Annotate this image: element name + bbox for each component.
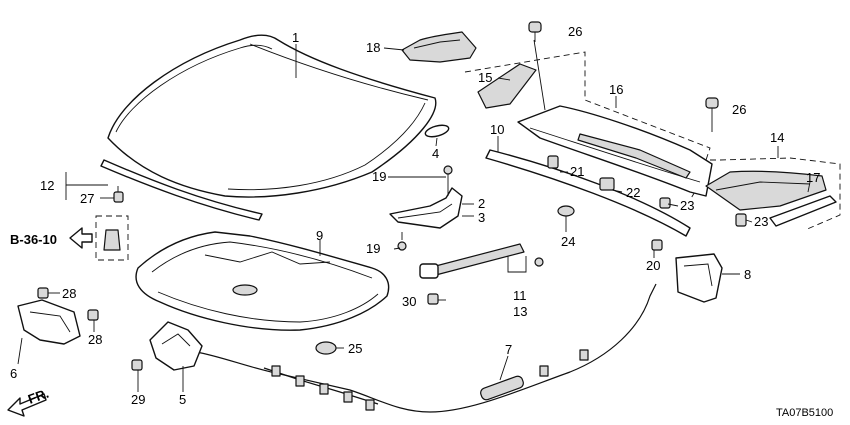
bolt-30 bbox=[427, 293, 439, 305]
hood-release-cable bbox=[195, 283, 657, 413]
callout-26-top: 26 bbox=[568, 24, 582, 39]
hood-support-strut bbox=[419, 243, 544, 279]
callout-23-b: 23 bbox=[754, 214, 768, 229]
callout-30: 30 bbox=[402, 294, 416, 309]
clip-23-a bbox=[659, 197, 671, 209]
hood-panel bbox=[107, 34, 437, 198]
callout-3: 3 bbox=[478, 210, 485, 225]
cowl-bracket-15 bbox=[477, 63, 537, 109]
bolt-19-lower bbox=[397, 232, 407, 251]
callout-labels: 1 2 3 4 5 6 7 8 9 10 11 12 13 14 15 16 1… bbox=[10, 24, 820, 407]
callout-26-right: 26 bbox=[732, 102, 746, 117]
callout-6: 6 bbox=[10, 366, 17, 381]
cowl-outline-16 bbox=[464, 51, 711, 201]
callout-4: 4 bbox=[432, 146, 439, 161]
clip-26-right bbox=[705, 97, 719, 118]
callout-29: 29 bbox=[131, 392, 145, 407]
callout-28-b: 28 bbox=[88, 332, 102, 347]
arrow-left-icon bbox=[69, 227, 93, 249]
grommet-21 bbox=[547, 155, 559, 169]
callout-10: 10 bbox=[490, 122, 504, 137]
callout-8: 8 bbox=[744, 267, 751, 282]
cowl-outline-14 bbox=[700, 157, 841, 231]
cowl-top-cover bbox=[485, 149, 691, 237]
clip-26-top bbox=[528, 21, 542, 42]
callout-18: 18 bbox=[366, 40, 380, 55]
clip-23-b bbox=[735, 213, 747, 227]
front-arrow-icon bbox=[7, 393, 47, 417]
callout-25: 25 bbox=[348, 341, 362, 356]
bracket-18 bbox=[401, 31, 477, 63]
callout-19-lower: 19 bbox=[366, 241, 380, 256]
callout-19-upper: 19 bbox=[372, 169, 386, 184]
callout-27: 27 bbox=[80, 191, 94, 206]
callout-12: 12 bbox=[40, 178, 54, 193]
callout-15: 15 bbox=[478, 70, 492, 85]
callout-21: 21 bbox=[570, 164, 584, 179]
callout-28-a: 28 bbox=[62, 286, 76, 301]
hood-hinge bbox=[389, 165, 463, 229]
diagram-code: TA07B5100 bbox=[776, 407, 833, 419]
grommet-25 bbox=[315, 341, 337, 355]
callout-7: 7 bbox=[505, 342, 512, 357]
callout-16: 16 bbox=[609, 82, 623, 97]
hood-release-handle bbox=[149, 321, 203, 371]
callout-5: 5 bbox=[179, 392, 186, 407]
screw-28-b bbox=[87, 309, 99, 321]
reference-label[interactable]: B-36-10 bbox=[10, 232, 57, 247]
reference-detail-box bbox=[69, 215, 129, 261]
callout-22: 22 bbox=[626, 185, 640, 200]
front-indicator: FR. bbox=[26, 386, 51, 407]
hood-seal-strip bbox=[100, 159, 263, 221]
callout-9: 9 bbox=[316, 228, 323, 243]
hood-latch bbox=[651, 239, 723, 303]
leader-lines bbox=[17, 39, 811, 392]
callout-11: 11 bbox=[513, 288, 527, 303]
callout-13: 13 bbox=[513, 304, 527, 319]
clip-27 bbox=[113, 186, 124, 203]
side-bracket-6 bbox=[17, 299, 81, 345]
callout-14: 14 bbox=[770, 130, 784, 145]
grommet-22 bbox=[599, 177, 615, 191]
callout-23-a: 23 bbox=[680, 198, 694, 213]
screw-28-a bbox=[37, 287, 49, 299]
cable-clip-strip bbox=[263, 349, 589, 411]
plug-24 bbox=[557, 205, 575, 217]
hood-insulator-pad bbox=[424, 124, 450, 138]
callout-1: 1 bbox=[292, 30, 299, 45]
callout-24: 24 bbox=[561, 234, 575, 249]
callout-2: 2 bbox=[478, 196, 485, 211]
hood-under-cover bbox=[135, 231, 390, 331]
callout-20: 20 bbox=[646, 258, 660, 273]
callout-17: 17 bbox=[806, 170, 820, 185]
bolt-29 bbox=[131, 359, 143, 371]
cowl-panel bbox=[517, 105, 713, 197]
cowl-side-cover bbox=[705, 170, 837, 227]
